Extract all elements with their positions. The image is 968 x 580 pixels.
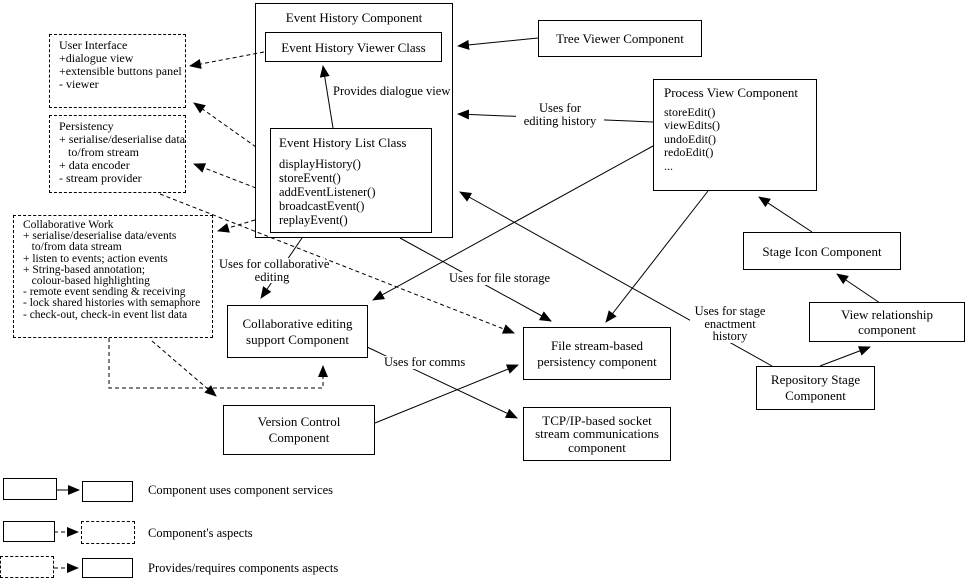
legend-solid-box-2: [82, 481, 133, 502]
edge-event-history-to-persistency: [193, 163, 257, 189]
legend-solid-box-1: [3, 478, 57, 500]
label-uses-for-comms: Uses for comms: [384, 355, 466, 369]
event-history-component-title: Event History Component: [285, 10, 423, 25]
legend-solid-box-3: [3, 521, 55, 542]
event-history-list-class-methods: displayHistory()storeEvent()addEventList…: [279, 157, 376, 227]
stage-icon-component-title: Stage Icon Component: [762, 243, 882, 259]
edge-stage-icon-to-process-view: [758, 196, 813, 233]
edge-event-history-to-user-interface: [193, 102, 257, 148]
event-history-list-class-title: Event History List Class: [279, 135, 407, 150]
edge-collaborative-work-to-collaborative-editing: [108, 338, 328, 389]
event-history-component-box: Event History Component: [255, 3, 453, 238]
label-provides-dialogue-view: Provides dialogue view: [333, 84, 451, 98]
process-view-component-box: Process View Component storeEdit()viewEd…: [653, 79, 817, 191]
aspect-box-persistency: Persistency+ serialise/deserialise data …: [49, 115, 186, 193]
edge-collaborative-work-to-version-control: [151, 340, 217, 397]
legend-label-provides: Provides/requires components aspects: [148, 561, 339, 575]
edge-event-history-to-collaborative-work: [217, 219, 256, 233]
aspect-box-user-interface: User Interface+dialogue view+extensible …: [49, 34, 186, 108]
stage-icon-component-box: Stage Icon Component: [743, 232, 901, 270]
edge-tree-viewer-to-event-history: [457, 37, 539, 50]
legend-dashed-box-1: [81, 521, 135, 544]
tree-viewer-component-box: Tree Viewer Component: [538, 20, 702, 57]
process-view-component-methods: storeEdit()viewEdits()undoEdit()redoEdit…: [664, 105, 720, 173]
edge-view-relationship-to-stage-icon: [836, 273, 881, 304]
tree-viewer-component-title: Tree Viewer Component: [556, 31, 684, 46]
process-view-component-title: Process View Component: [664, 85, 799, 100]
edge-persistency-to-file-stream: [159, 193, 515, 334]
aspect-box-collaborative-work: Collaborative Work+ serialise/deserialis…: [13, 215, 213, 338]
edge-list-class-to-viewer-class: [319, 65, 334, 129]
edge-viewer-class-to-user-interface: [189, 51, 265, 69]
event-history-viewer-class-title: Event History Viewer Class: [281, 39, 426, 55]
edge-process-view-to-collaborative-editing: [372, 145, 654, 301]
edge-version-control-to-file-stream: [374, 364, 519, 424]
legend-label-uses: Component uses component services: [148, 483, 334, 497]
event-history-viewer-class-box: Event History Viewer Class: [265, 32, 442, 62]
legend-label-aspects: Component's aspects: [148, 526, 253, 540]
edge-repository-to-view-relationship: [819, 346, 871, 367]
label-uses-for-file-storage: Uses for file storage: [449, 271, 551, 285]
legend-solid-box-4: [82, 558, 133, 578]
edge-process-view-to-file-stream: [605, 190, 709, 323]
event-history-list-class-box: Event History List Class displayHistory(…: [270, 128, 432, 233]
legend-dashed-box-2: [0, 556, 54, 578]
